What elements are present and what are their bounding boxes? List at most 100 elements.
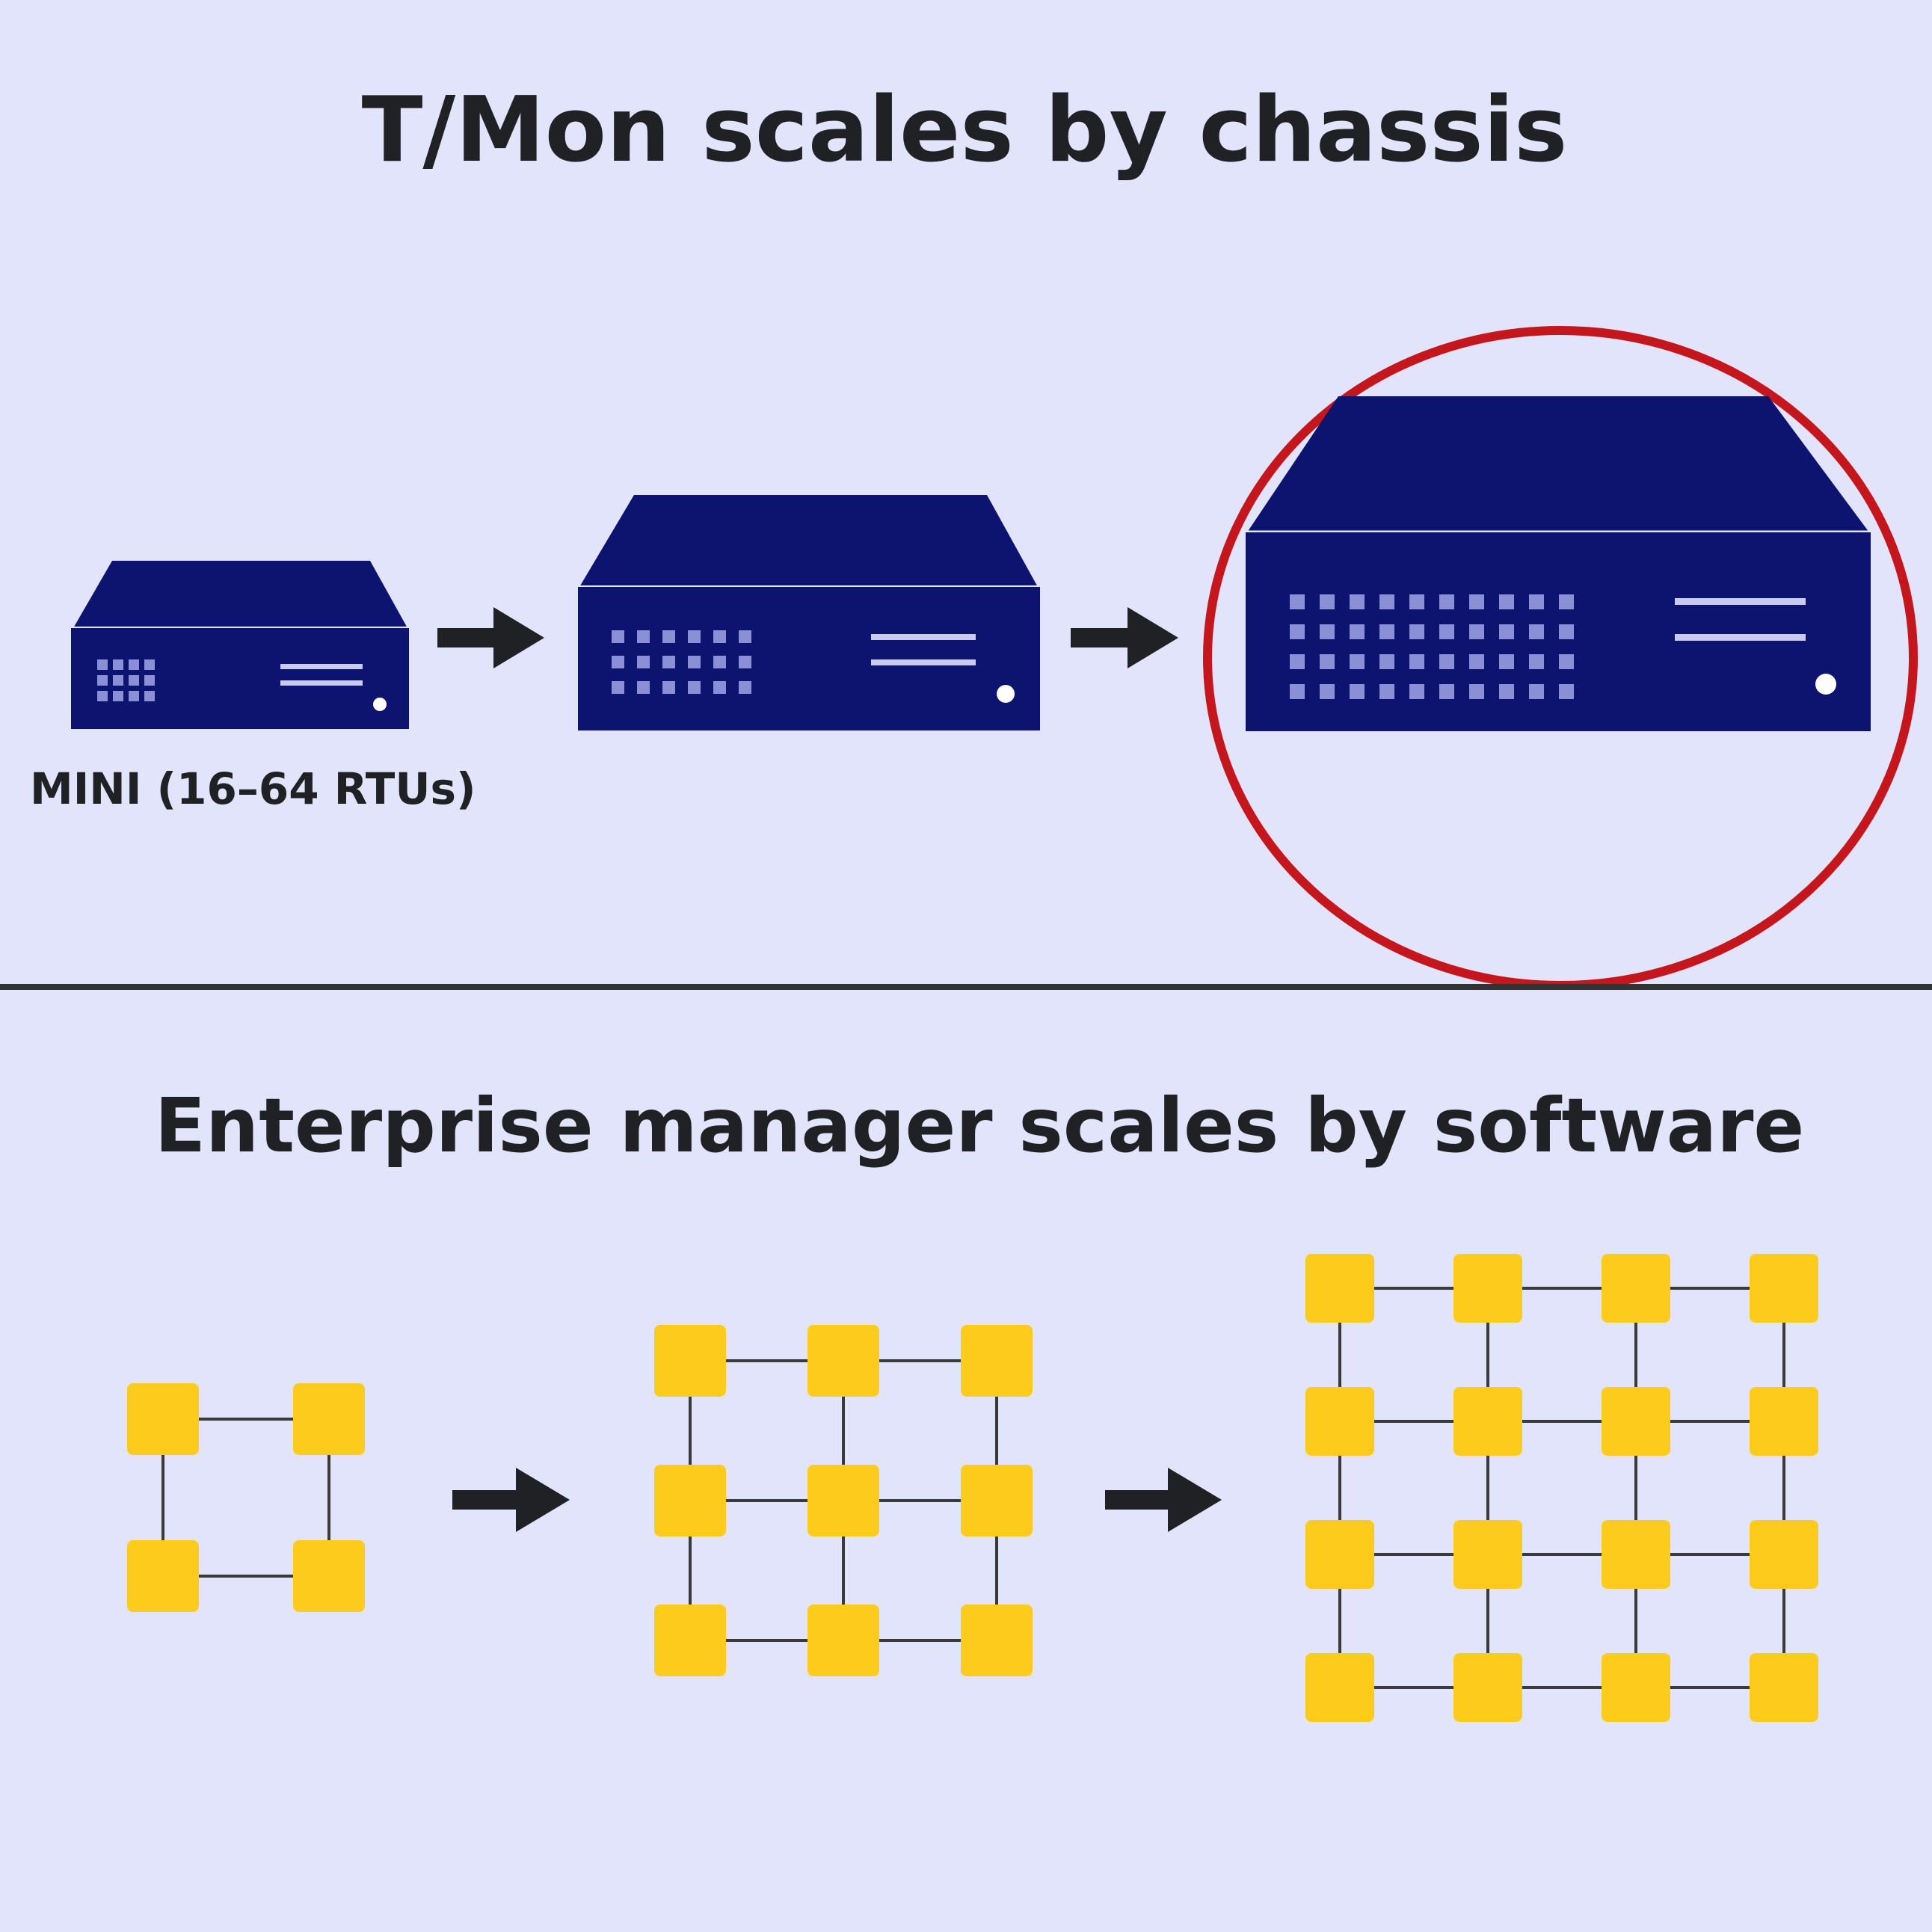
chassis-port: [739, 630, 751, 643]
chassis-port: [113, 691, 123, 701]
chassis-port: [129, 659, 139, 670]
chassis-port: [1290, 684, 1305, 699]
medium-chassis-icon: [578, 495, 1040, 730]
chassis-port: [1320, 654, 1335, 669]
chassis-port: [1290, 594, 1305, 609]
network-node-icon: [1750, 1520, 1818, 1589]
chassis-port: [1439, 594, 1454, 609]
chassis-port: [713, 681, 726, 694]
arrow-right-icon: [452, 1468, 570, 1532]
chassis-port: [1379, 594, 1394, 609]
arrow-right-icon: [437, 607, 544, 668]
chassis-port: [1320, 594, 1335, 609]
chassis-port: [662, 630, 675, 643]
section-divider: [0, 984, 1932, 990]
network-node-icon: [1305, 1520, 1374, 1589]
network-node-icon: [1453, 1653, 1522, 1722]
chassis-port: [1320, 624, 1335, 639]
chassis-port: [1469, 654, 1484, 669]
chassis-port: [113, 659, 123, 670]
network-node-icon: [1305, 1254, 1374, 1323]
chassis-port: [113, 675, 123, 686]
network-node-icon: [1602, 1254, 1670, 1323]
chassis-port: [1409, 624, 1424, 639]
chassis-port: [1320, 684, 1335, 699]
chassis-port: [1439, 624, 1454, 639]
chassis-port: [662, 681, 675, 694]
chassis-port: [97, 659, 108, 670]
chassis-port: [1469, 684, 1484, 699]
chassis-port: [1350, 624, 1365, 639]
grid-3x3-network: [654, 1325, 1033, 1676]
grid-4x4-network: [1305, 1254, 1818, 1722]
chassis-port: [612, 681, 624, 694]
chassis-port: [1529, 684, 1544, 699]
chassis-port: [688, 656, 701, 668]
chassis-port: [129, 691, 139, 701]
chassis-port: [129, 675, 139, 686]
network-node-icon: [961, 1465, 1033, 1536]
network-node-icon: [127, 1540, 199, 1612]
chassis-port: [144, 659, 155, 670]
chassis-port: [612, 656, 624, 668]
chassis-port: [97, 675, 108, 686]
network-node-icon: [961, 1605, 1033, 1676]
chassis-port: [1290, 624, 1305, 639]
chassis-port: [637, 630, 650, 643]
chassis-port: [1409, 594, 1424, 609]
network-node-icon: [961, 1325, 1033, 1397]
chassis-port: [1439, 684, 1454, 699]
bottom-section-title: Enterprise manager scales by software: [155, 1082, 1805, 1169]
network-node-icon: [1602, 1520, 1670, 1589]
chassis-port: [97, 691, 108, 701]
chassis-port: [1379, 654, 1394, 669]
network-node-icon: [807, 1605, 879, 1676]
chassis-port: [662, 656, 675, 668]
chassis-port: [1290, 654, 1305, 669]
network-node-icon: [127, 1383, 199, 1455]
network-node-icon: [1602, 1387, 1670, 1456]
large-chassis-icon: [1246, 396, 1871, 731]
chassis-port: [739, 656, 751, 668]
chassis-port: [1409, 654, 1424, 669]
grid-2x2-network: [127, 1383, 365, 1612]
chassis-port: [713, 630, 726, 643]
chassis-port: [1529, 654, 1544, 669]
network-node-icon: [654, 1605, 726, 1676]
chassis-port: [1499, 654, 1514, 669]
network-node-icon: [1602, 1653, 1670, 1722]
chassis-port: [713, 656, 726, 668]
chassis-port: [1409, 684, 1424, 699]
chassis-port: [688, 681, 701, 694]
chassis-port: [637, 656, 650, 668]
chassis-port: [1499, 594, 1514, 609]
chassis-port: [1499, 684, 1514, 699]
chassis-port: [1559, 624, 1574, 639]
chassis-port: [1350, 654, 1365, 669]
network-node-icon: [1750, 1653, 1818, 1722]
network-node-icon: [654, 1325, 726, 1397]
arrow-right-icon: [1071, 607, 1178, 668]
chassis-port: [1559, 654, 1574, 669]
chassis-port: [1469, 624, 1484, 639]
small-chassis-caption: MINI (16–64 RTUs): [30, 763, 476, 814]
network-node-icon: [1453, 1387, 1522, 1456]
top-section-title: T/Mon scales by chassis: [362, 79, 1568, 182]
chassis-port: [1529, 624, 1544, 639]
chassis-port: [1379, 624, 1394, 639]
chassis-port: [1559, 594, 1574, 609]
network-node-icon: [1305, 1387, 1374, 1456]
network-node-icon: [293, 1540, 365, 1612]
chassis-port: [1379, 684, 1394, 699]
chassis-port: [1499, 624, 1514, 639]
chassis-port: [144, 675, 155, 686]
chassis-port: [688, 630, 701, 643]
network-node-icon: [1750, 1387, 1818, 1456]
chassis-port: [1439, 654, 1454, 669]
network-node-icon: [1750, 1254, 1818, 1323]
network-node-icon: [807, 1465, 879, 1536]
network-node-icon: [293, 1383, 365, 1455]
network-node-icon: [654, 1465, 726, 1536]
chassis-port: [1469, 594, 1484, 609]
